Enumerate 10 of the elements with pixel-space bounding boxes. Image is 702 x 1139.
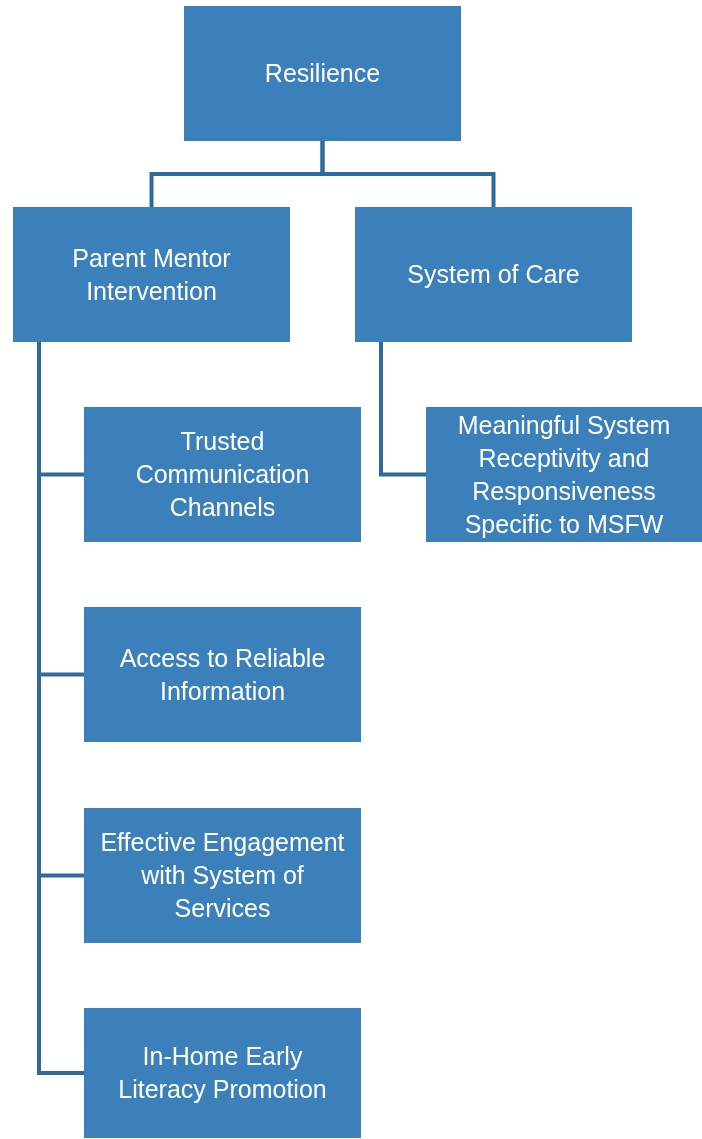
connector-line — [379, 342, 426, 477]
concept-box: Resilience — [184, 6, 461, 141]
concept-box: Effective Engagement with System of Services — [84, 808, 361, 943]
concept-box: Parent Mentor Intervention — [13, 207, 290, 342]
concept-box: System of Care — [355, 207, 632, 342]
concept-box: Meaningful System Receptivity and Responsiveness Specific to MSFW — [426, 407, 702, 542]
concept-box: In-Home Early Literacy Promotion — [84, 1008, 361, 1138]
concept-box: Access to Reliable Information — [84, 607, 361, 742]
connector-line — [320, 141, 496, 207]
concept-box: Trusted Communication Channels — [84, 407, 361, 542]
